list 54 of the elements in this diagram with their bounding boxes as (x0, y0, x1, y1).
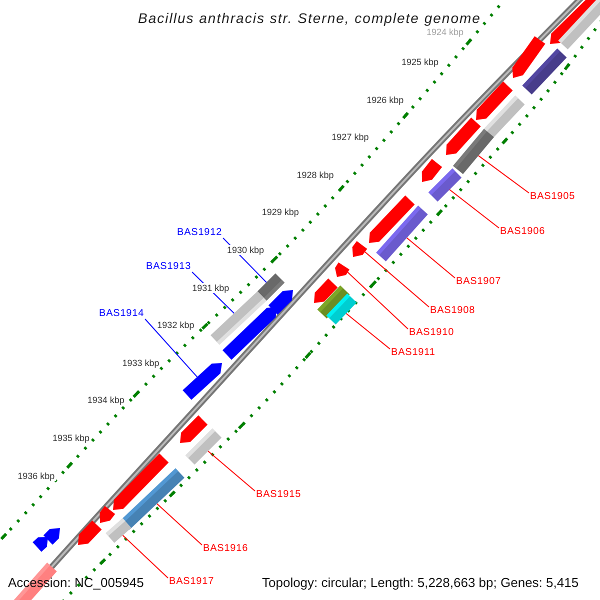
gene-feature (352, 241, 368, 257)
gene-feature (335, 262, 350, 277)
leader-line (122, 534, 168, 578)
scale-label: 1927 kbp (330, 132, 370, 142)
scale-label: 1924 kbp (425, 27, 465, 37)
scale-label: 1930 kbp (226, 245, 266, 255)
gene-label: BAS1911 (391, 347, 436, 359)
gene-block (453, 128, 494, 174)
scale-label: 1928 kbp (296, 170, 335, 180)
scale-label: 1926 kbp (366, 94, 405, 105)
scale-label: 1925 kbp (400, 57, 440, 67)
scale-label: 1933 kbp (121, 358, 160, 368)
gene-block (106, 518, 132, 543)
leader-line (156, 503, 202, 546)
scale-label: 1936 kbp (16, 470, 56, 481)
gene-feature (100, 506, 116, 523)
leader-line (406, 237, 456, 278)
gene-feature (422, 158, 442, 182)
gene-block (558, 0, 600, 50)
gene-block (428, 168, 462, 202)
scale-label: 1932 kbp (156, 320, 196, 330)
scale-label: 1935 kbp (51, 433, 91, 443)
gene-feature (78, 520, 102, 545)
gene-block (326, 294, 357, 324)
gene-label: BAS1913 (146, 261, 192, 273)
leader-line (478, 155, 530, 194)
leader-line (144, 318, 198, 378)
gene-label: BAS1908 (430, 305, 476, 317)
gene-label: BAS1912 (177, 227, 222, 239)
gene-block (376, 206, 428, 262)
gene-label: BAS1905 (530, 191, 576, 203)
gene-label: BAS1914 (99, 308, 144, 320)
gene-label: BAS1906 (500, 226, 546, 238)
scale-label: 1931 kbp (191, 282, 230, 293)
gene-feature (222, 307, 277, 360)
gene-label: BAS1917 (169, 576, 214, 588)
gene-feature (182, 363, 222, 400)
footer-text: Topology: circular; Length: 5,228,663 bp; Genes: 5,415 (262, 575, 579, 590)
leader-line (346, 313, 390, 350)
leader-line (208, 450, 256, 492)
leader-line (364, 251, 430, 308)
gene-label: BAS1915 (256, 489, 302, 501)
scale-label: 1934 kbp (86, 395, 126, 406)
gene-label: BAS1907 (456, 276, 502, 288)
footer-text: Accession: NC_005945 (8, 575, 144, 590)
gene-block (522, 48, 567, 94)
gene-block (185, 428, 222, 465)
leader-line (347, 272, 408, 330)
gene-label: BAS1910 (409, 327, 454, 339)
leader-line (449, 189, 500, 228)
map-title: Bacillus anthracis str. Sterne, complete genome (138, 10, 481, 26)
gene-label: BAS1916 (203, 543, 248, 555)
gene-block (120, 468, 184, 530)
scale-label: 1929 kbp (260, 207, 300, 218)
